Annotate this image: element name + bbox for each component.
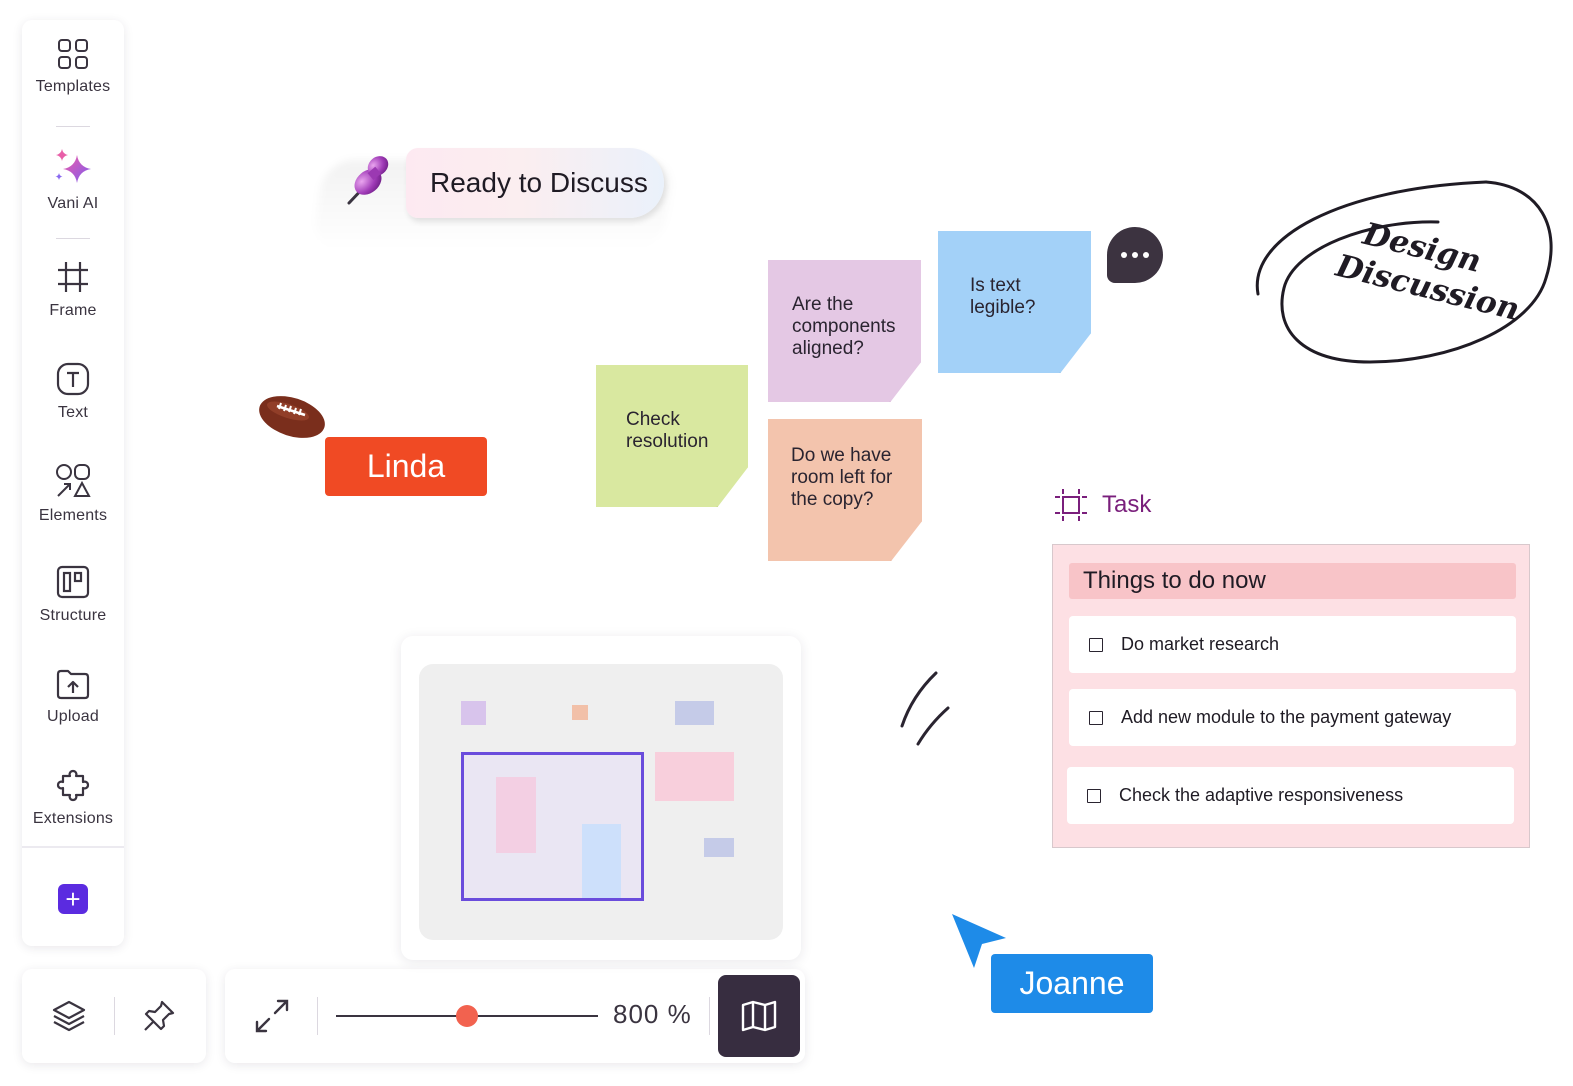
task-item-text: Check the adaptive responsiveness <box>1119 785 1404 805</box>
joanne-cursor-label: Joanne <box>991 954 1153 1013</box>
pin-button[interactable] <box>138 995 180 1037</box>
dot <box>1121 252 1127 258</box>
fit-to-screen-button[interactable] <box>249 995 295 1037</box>
structure-label: Structure <box>39 607 107 624</box>
text-button[interactable]: Text <box>22 362 124 422</box>
task-item[interactable]: Check the adaptive responsiveness <box>1067 767 1514 824</box>
linda-name: Linda <box>366 448 446 484</box>
ready-to-discuss-banner[interactable]: Ready to Discuss <box>406 148 664 218</box>
linda-cursor-label: Linda <box>325 437 487 496</box>
minimap-item <box>582 824 621 898</box>
joanne-name: Joanne <box>1019 965 1125 1001</box>
zoom-toolbar: 800 % <box>225 969 805 1063</box>
toolbar-separator <box>317 997 318 1035</box>
pin-icon <box>144 1000 175 1031</box>
task-item[interactable]: Do market research <box>1069 616 1516 673</box>
left-toolbar: Templates Vani AI Frame Text <box>22 20 124 946</box>
task-item-text: Add new module to the payment gateway <box>1121 707 1452 727</box>
task-frame-header[interactable]: Task <box>1054 488 1151 522</box>
sticky-fold <box>890 521 922 561</box>
design-discussion-circle <box>1255 180 1553 364</box>
comment-bubble[interactable] <box>1107 227 1163 283</box>
checkbox[interactable] <box>1089 710 1103 725</box>
checkbox[interactable] <box>1087 788 1101 803</box>
elements-button[interactable]: Elements <box>22 463 124 525</box>
map-icon <box>741 1000 777 1032</box>
vani-ai-label: Vani AI <box>47 195 99 212</box>
extensions-button[interactable]: Extensions <box>22 768 124 828</box>
text-t-icon <box>56 362 90 396</box>
task-item[interactable]: Add new module to the payment gateway <box>1069 689 1516 746</box>
layers-icon <box>52 1000 86 1032</box>
sticky-note[interactable]: Is text legible? <box>938 231 1091 373</box>
shapes-icon <box>56 464 91 497</box>
sidebar-divider <box>56 238 90 239</box>
vani-ai-button[interactable]: Vani AI <box>22 147 124 213</box>
task-header-label: Task <box>1102 491 1152 518</box>
sticky-note-text: Are the components aligned? <box>792 294 896 359</box>
minimap-item <box>461 701 486 725</box>
sparkles-icon <box>55 149 91 183</box>
frame-icon <box>1055 489 1087 521</box>
add-button[interactable]: + <box>58 884 88 914</box>
puzzle-icon <box>56 769 90 802</box>
zoom-slider-thumb[interactable] <box>456 1005 478 1027</box>
templates-button[interactable]: Templates <box>22 38 124 96</box>
pushpin-icon <box>347 156 389 205</box>
layers-button[interactable] <box>48 995 90 1037</box>
ready-to-discuss-label: Ready to Discuss <box>430 167 648 198</box>
sticky-note-text: Do we have room left for the copy? <box>791 445 893 510</box>
toolbar-separator <box>114 997 115 1035</box>
sticky-fold <box>716 467 748 507</box>
sticky-note-text: Is text legible? <box>970 275 1036 318</box>
football-icon <box>259 396 325 438</box>
minimap-item <box>655 752 734 801</box>
scribble-mark <box>900 671 950 746</box>
plus-icon: + <box>65 884 81 914</box>
cursor-arrow-icon <box>952 914 1006 968</box>
bottom-left-toolbar <box>22 969 206 1063</box>
extensions-label: Extensions <box>32 810 114 827</box>
minimap-canvas[interactable] <box>419 664 783 940</box>
dot <box>1143 252 1149 258</box>
sidebar-divider <box>22 846 124 848</box>
upload-folder-icon <box>56 669 90 700</box>
elements-label: Elements <box>38 507 108 524</box>
expand-arrows-icon <box>255 999 289 1033</box>
text-label: Text <box>57 404 89 421</box>
sticky-note[interactable]: Are the components aligned? <box>768 260 921 402</box>
sticky-fold <box>1059 333 1091 373</box>
minimap-item <box>496 777 536 853</box>
minimap-item <box>572 705 588 720</box>
minimap-item <box>704 838 734 857</box>
sidebar-divider <box>56 126 90 127</box>
sticky-note[interactable]: Check resolution <box>596 365 748 507</box>
dot <box>1132 252 1138 258</box>
task-title: Things to do now <box>1069 563 1516 599</box>
frame-button[interactable]: Frame <box>22 260 124 320</box>
frame-label: Frame <box>49 302 97 319</box>
templates-icon <box>58 39 88 69</box>
task-panel: Things to do now Do market research Add … <box>1052 544 1530 848</box>
sticky-note[interactable]: Do we have room left for the copy? <box>768 419 922 561</box>
checkbox[interactable] <box>1089 637 1103 652</box>
sticky-fold <box>889 362 921 402</box>
structure-icon <box>56 565 90 599</box>
upload-button[interactable]: Upload <box>22 668 124 726</box>
templates-label: Templates <box>35 78 111 95</box>
frame-hash-icon <box>58 262 88 292</box>
zoom-level: 800 % <box>613 999 692 1029</box>
structure-button[interactable]: Structure <box>22 565 124 625</box>
minimap-item <box>675 701 714 725</box>
minimap-panel <box>401 636 801 960</box>
toolbar-separator <box>709 997 710 1035</box>
sticky-note-text: Check resolution <box>626 409 709 452</box>
minimap-button[interactable] <box>718 975 800 1057</box>
upload-label: Upload <box>47 708 99 725</box>
task-item-text: Do market research <box>1121 634 1280 654</box>
